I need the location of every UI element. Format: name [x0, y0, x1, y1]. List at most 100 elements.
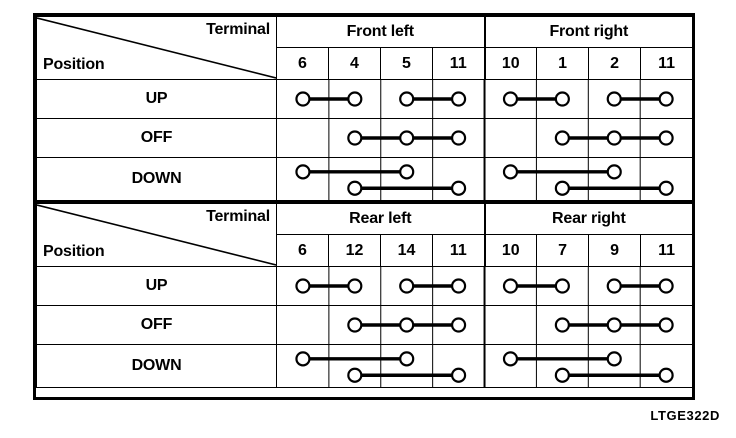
terminal-axis-label: Terminal — [206, 208, 270, 225]
terminal-number: 9 — [588, 234, 642, 267]
connection-row — [275, 305, 694, 345]
terminal-node — [606, 278, 622, 294]
terminal-node — [347, 278, 363, 294]
terminal-axis-label: Terminal — [206, 21, 270, 38]
terminal-number: 14 — [380, 234, 433, 267]
connection-row — [275, 157, 694, 201]
terminal-node — [451, 367, 467, 383]
terminal-number: 10 — [483, 47, 538, 80]
connection-graphic — [328, 119, 674, 157]
terminal-node — [347, 91, 363, 107]
connection-graphic — [328, 306, 674, 344]
group-header-right: Rear right — [483, 202, 694, 235]
terminal-node — [658, 317, 674, 333]
terminal-node — [347, 317, 363, 333]
position-row: DOWN — [36, 157, 694, 201]
terminal-node — [399, 91, 415, 107]
position-axis-label: Position — [43, 56, 105, 73]
figure-reference-code: LTGE322D — [650, 408, 720, 423]
terminal-node — [658, 278, 674, 294]
terminal-node — [451, 130, 467, 146]
terminal-node — [451, 91, 467, 107]
connection-row — [275, 266, 694, 306]
terminal-node — [295, 351, 311, 367]
connection-graphic — [295, 158, 674, 200]
terminal-node — [502, 91, 519, 107]
terminal-node — [347, 130, 363, 146]
terminal-number: 6 — [276, 47, 329, 80]
terminal-node — [658, 91, 674, 107]
terminal-number: 11 — [431, 47, 486, 80]
connection-graphic — [295, 345, 674, 387]
terminal-node — [658, 130, 674, 146]
terminal-node — [606, 91, 622, 107]
terminal-number: 12 — [328, 234, 381, 267]
position-row: UP — [36, 266, 694, 306]
group-header-left: Front left — [275, 16, 486, 48]
terminal-node — [295, 278, 311, 294]
position-row: UP — [36, 79, 694, 119]
terminal-node — [295, 164, 311, 180]
group-header-right: Front right — [483, 16, 694, 48]
terminal-node — [554, 91, 570, 107]
terminal-number: 11 — [431, 234, 486, 267]
terminal-node — [502, 164, 519, 180]
position-label-up: UP — [36, 79, 277, 119]
position-label-off: OFF — [36, 305, 277, 345]
terminal-node — [399, 164, 415, 180]
connection-graphic — [295, 267, 674, 305]
terminal-node — [554, 278, 570, 294]
terminal-node — [658, 367, 674, 383]
terminal-number: 5 — [380, 47, 433, 80]
position-axis-label: Position — [43, 243, 105, 260]
terminal-node — [554, 317, 570, 333]
connection-row — [275, 344, 694, 388]
position-label-off: OFF — [36, 118, 277, 158]
terminal-node — [399, 317, 415, 333]
terminal-node — [347, 180, 363, 196]
terminal-number: 6 — [276, 234, 329, 267]
terminal-node — [502, 351, 519, 367]
terminal-node — [606, 351, 622, 367]
terminal-node — [554, 180, 570, 196]
diagonal-divider-icon — [37, 17, 276, 79]
position-row: OFF — [36, 305, 694, 345]
terminal-node — [451, 180, 467, 196]
terminal-node — [658, 180, 674, 196]
terminal-node — [399, 351, 415, 367]
position-label-up: UP — [36, 266, 277, 306]
terminal-node — [554, 367, 570, 383]
terminal-node — [606, 130, 622, 146]
terminal-node — [606, 317, 622, 333]
terminal-number: 2 — [588, 47, 642, 80]
connection-graphic — [295, 80, 674, 118]
position-row: DOWN — [36, 344, 694, 388]
diagonal-divider-icon — [37, 204, 276, 266]
terminal-number: 7 — [536, 234, 590, 267]
terminal-number: 4 — [328, 47, 381, 80]
terminal-node — [451, 317, 467, 333]
terminal-node — [606, 164, 622, 180]
terminal-number: 11 — [640, 47, 694, 80]
terminal-node — [399, 278, 415, 294]
terminal-node — [554, 130, 570, 146]
terminal-node — [347, 367, 363, 383]
connection-row — [275, 79, 694, 119]
connection-row — [275, 118, 694, 158]
terminal-node — [451, 278, 467, 294]
terminal-number: 10 — [483, 234, 538, 267]
terminal-node — [399, 130, 415, 146]
position-label-down: DOWN — [36, 157, 277, 201]
position-row: OFF — [36, 118, 694, 158]
position-label-down: DOWN — [36, 344, 277, 388]
terminal-number: 1 — [536, 47, 590, 80]
